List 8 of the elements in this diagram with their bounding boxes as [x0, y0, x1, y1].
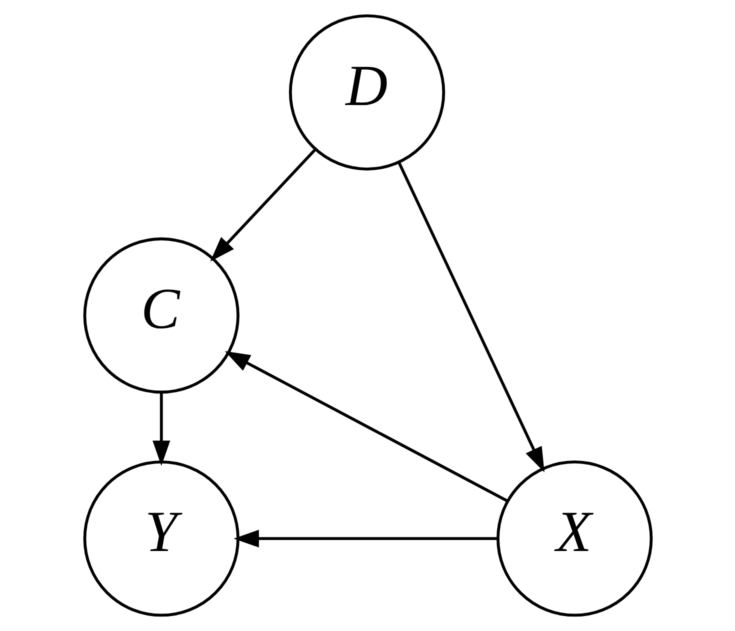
- node-circle: Y: [82, 460, 239, 617]
- arrow: [224, 351, 508, 502]
- node-circle: X: [496, 460, 652, 617]
- arrow: [152, 392, 170, 466]
- arrow: [210, 148, 316, 262]
- arrow: [397, 162, 544, 472]
- node-circle: D: [288, 14, 445, 170]
- arrow: [233, 530, 498, 548]
